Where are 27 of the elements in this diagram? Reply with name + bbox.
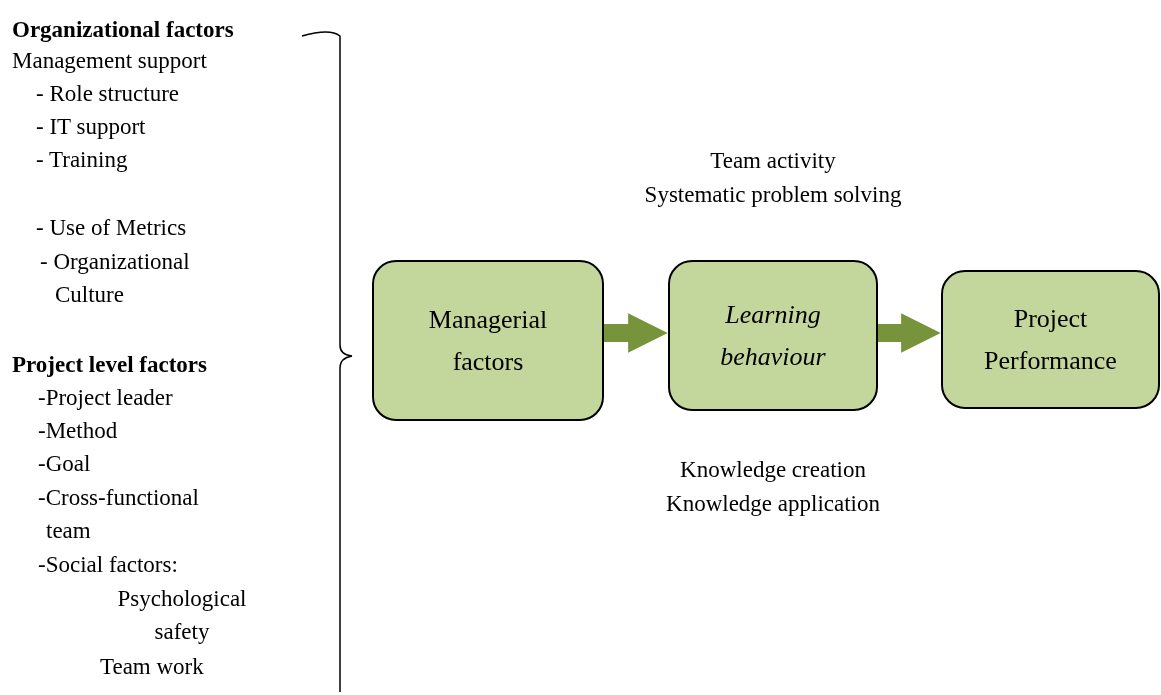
factor-box [941,270,1160,409]
factor-box [668,260,878,411]
block-arrow [604,313,668,353]
factor-text: - Organizational Culture [40,248,191,309]
section-heading: Organizational factors [12,16,234,44]
behaviour-text: Knowledge creation [679,456,867,484]
factor-text: Team work [100,653,204,681]
box-title: Managerial factors [427,303,549,378]
factor-text: - Use of Metrics [36,214,187,242]
factor-text: Psychological safety [116,585,248,646]
factor-text: -Goal [38,450,91,478]
factor-text: -Cross-functional team [38,484,200,545]
block-arrow [878,313,941,353]
factor-text: Management support [12,47,207,75]
behaviour-text: Knowledge application [665,490,881,518]
behaviour-text: Team activity [709,147,837,175]
section-heading: Project level factors [12,351,207,379]
box-title: Learning behaviour [719,298,827,373]
factor-text: -Social factors: [38,551,178,579]
factor-text: - Role structure [36,80,180,108]
factor-text: - IT support [36,113,146,141]
factor-text: -Method [38,417,118,445]
behaviour-text: Systematic problem solving [643,181,903,209]
factor-text: -Project leader [38,384,173,412]
factor-box [372,260,604,421]
box-title: Project Performance [983,302,1118,377]
factor-text: - Training [36,146,128,174]
